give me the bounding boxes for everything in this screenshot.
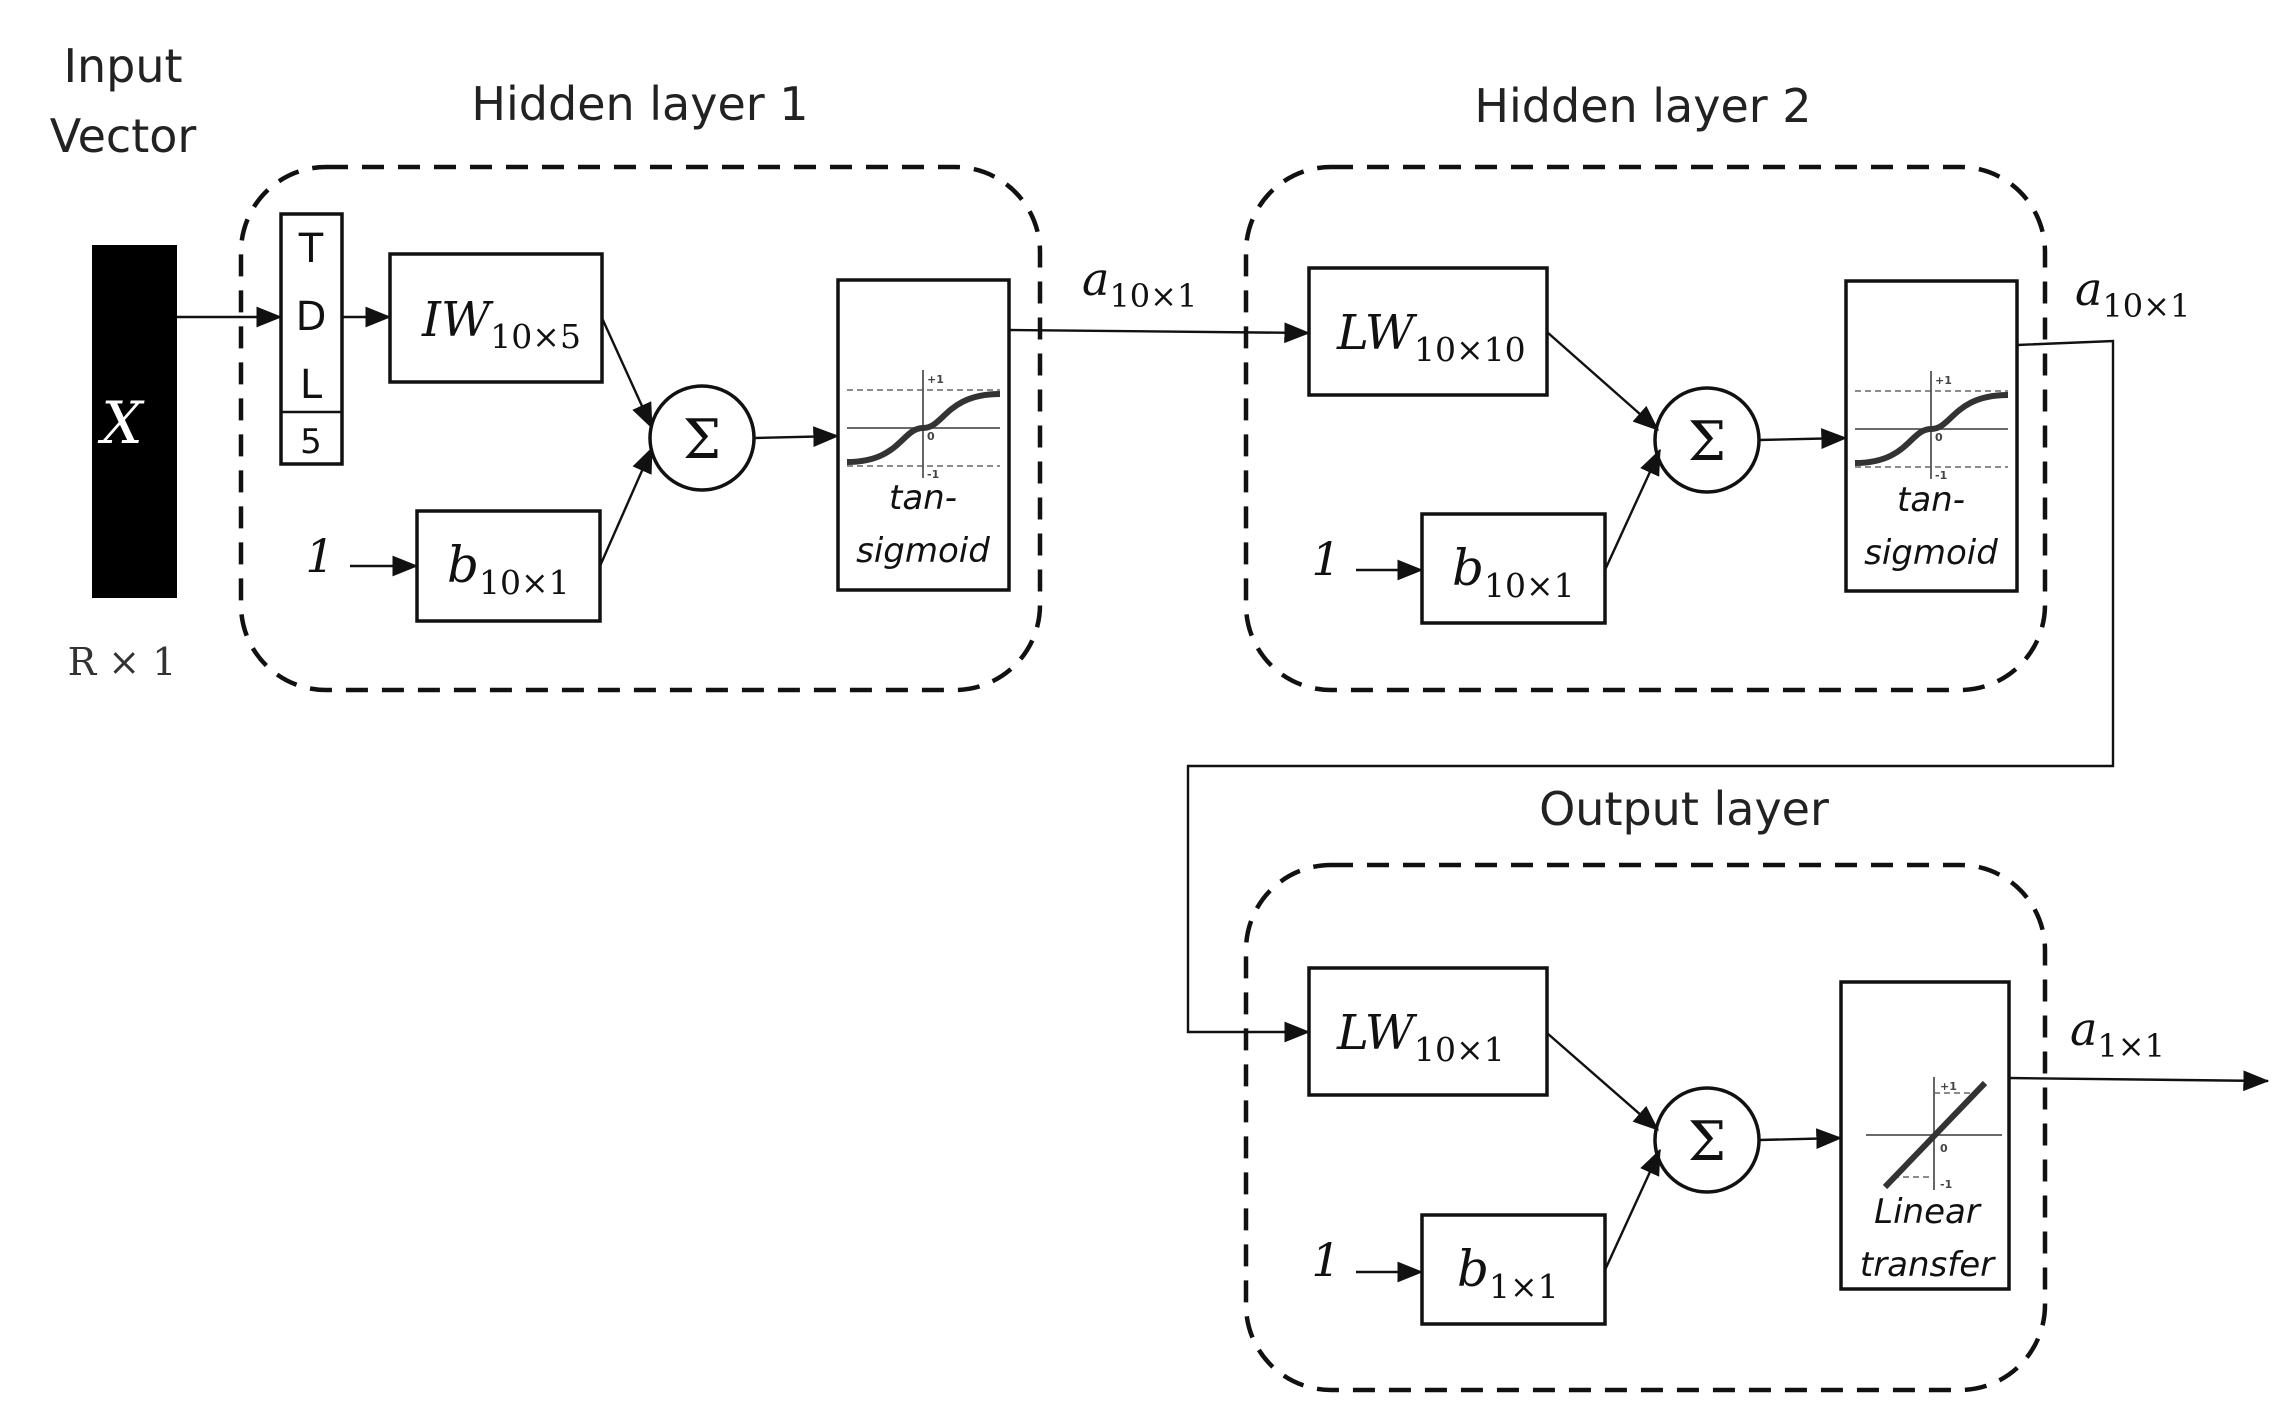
input-title-line2: Vector [50, 109, 197, 163]
hl2-transfer-label-1: tan- [1897, 480, 1965, 520]
hl1-transfer-label-1: tan- [889, 478, 957, 518]
tdl-box [279, 212, 344, 466]
svg-text:0: 0 [1940, 1142, 1948, 1155]
hl1-tansig-graph-icon: +1 0 -1 [846, 370, 1001, 481]
output-layer-frame [1243, 862, 2048, 1393]
hl2-connections [1186, 331, 2115, 1043]
hl2-transfer-label-2: sigmoid [1864, 533, 1998, 573]
out-transfer-label-1: Linear [1874, 1192, 1982, 1232]
hl2-sigma-icon: Σ [1688, 410, 1726, 473]
out-weight-box [1307, 966, 1549, 1097]
hl1-sigma-icon: Σ [683, 408, 721, 471]
svg-text:+1: +1 [1940, 1080, 1957, 1093]
output-layer-title: Output layer [1539, 782, 1829, 836]
hidden-layer-2-title: Hidden layer 2 [1474, 79, 1811, 133]
out-bias-input: 1 [1311, 1233, 1340, 1287]
tdl-letter-l: L [300, 362, 323, 408]
hl1-transfer-box [836, 278, 1011, 592]
hl2-bias-box [1420, 512, 1607, 625]
tdl-letter-d: D [296, 294, 327, 340]
hl1-output-label: a10×1 [1082, 252, 1197, 315]
hl2-output-label: a10×1 [2075, 262, 2190, 325]
input-dims: R × 1 [68, 640, 177, 684]
svg-text:-1: -1 [1940, 1178, 1952, 1191]
out-purelin-graph-icon: +1 0 -1 [1866, 1077, 2002, 1191]
out-bias-box [1420, 1213, 1607, 1326]
hl2-tansig-graph-icon: +1 0 -1 [1854, 371, 2009, 482]
out-output-label: a1×1 [2070, 1002, 2165, 1065]
tdl-delay: 5 [300, 422, 322, 462]
out-weight-label: LW10×1 [1336, 1005, 1505, 1069]
svg-text:+1: +1 [1935, 374, 1952, 387]
input-symbol: X [97, 389, 145, 457]
input-vector-block [92, 245, 177, 598]
hidden-layer-1-frame [238, 164, 1043, 693]
svg-text:0: 0 [927, 430, 935, 443]
hl2-bias-label: b10×1 [1452, 539, 1575, 605]
hl1-transfer-label-2: sigmoid [856, 531, 990, 571]
hl1-weight-label: IW10×5 [421, 292, 581, 356]
out-sigma-icon: Σ [1688, 1110, 1726, 1173]
svg-text:0: 0 [1935, 431, 1943, 444]
out-connections [1356, 1032, 2270, 1283]
svg-text:+1: +1 [927, 373, 944, 386]
input-title-line1: Input [63, 39, 182, 93]
hl1-bias-input: 1 [305, 529, 334, 583]
hidden-layer-2-frame [1243, 164, 2048, 693]
hidden-layer-1-title: Hidden layer 1 [471, 77, 808, 131]
svg-text:-1: -1 [1935, 469, 1947, 482]
svg-text:-1: -1 [927, 468, 939, 481]
hl2-bias-input: 1 [1311, 532, 1340, 586]
out-transfer-label-2: transfer [1860, 1245, 1996, 1285]
tdl-letter-t: T [298, 226, 324, 272]
out-bias-label: b1×1 [1457, 1240, 1559, 1306]
hl2-weight-label: LW10×10 [1336, 305, 1526, 369]
hl1-connections [177, 306, 1311, 577]
hl1-bias-label: b10×1 [447, 536, 570, 602]
hl2-weight-box [1307, 266, 1549, 397]
